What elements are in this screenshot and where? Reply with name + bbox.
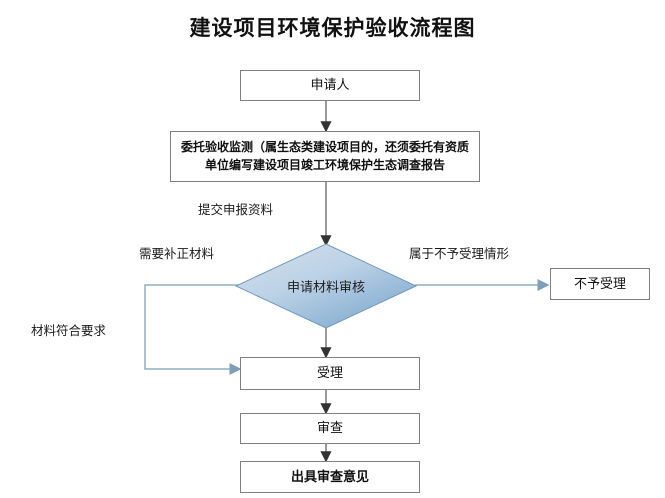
edge-decision-loop-to-accept (144, 284, 242, 375)
node-accept[interactable]: 受理 (240, 357, 420, 390)
page-title: 建设项目环境保护验收流程图 (189, 17, 476, 40)
edge-label-need-correction: 需要补正材料 (139, 247, 215, 261)
edge-label-non-acceptance-case: 属于不予受理情形 (409, 247, 510, 261)
node-accept-label: 受理 (316, 365, 343, 381)
node-review-decision-label: 申请材料审核 (286, 279, 365, 295)
node-applicant[interactable]: 申请人 (240, 70, 420, 101)
node-examine-label: 审查 (316, 420, 343, 436)
node-not-accepted-label: 不予受理 (573, 275, 626, 291)
node-commission[interactable]: 委托验收监测（属生态类建设项目的，还须委托有资质 单位编写建设项目竣工环境保护生… (170, 131, 480, 182)
edge-label-materials-ok: 材料符合要求 (31, 324, 107, 338)
node-examine[interactable]: 审查 (240, 413, 420, 444)
node-not-accepted[interactable]: 不予受理 (550, 268, 650, 300)
node-issue-opinion[interactable]: 出具审查意见 (240, 461, 420, 493)
node-applicant-label: 申请人 (310, 77, 350, 93)
node-review-decision[interactable]: 申请材料审核 (236, 244, 416, 328)
decision-diamond[interactable] (234, 243, 418, 329)
node-issue-opinion-label: 出具审查意见 (290, 468, 369, 484)
edge-label-submit: 提交申报资料 (198, 203, 274, 217)
node-commission-line2: 单位编写建设项目竣工环境保护生态调查报告 (204, 157, 445, 172)
node-commission-line1: 委托验收监测（属生态类建设项目的，还须委托有资质 (180, 140, 469, 155)
